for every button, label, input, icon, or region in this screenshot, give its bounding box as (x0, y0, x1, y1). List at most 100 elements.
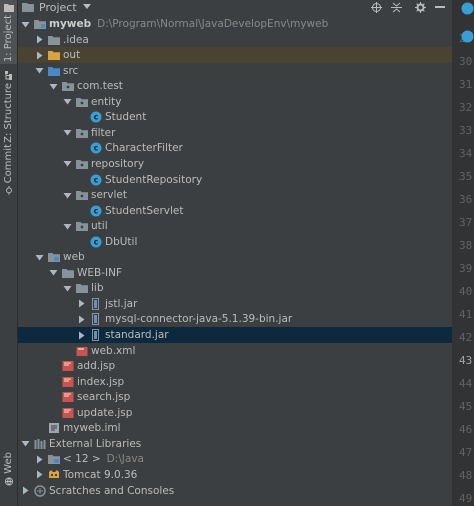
tool-tab-project[interactable]: 1: Project (0, 0, 17, 64)
tool-tab-structure-label: Z: Structure (3, 83, 14, 143)
tree-node-jdk12[interactable]: < 12 >D:\Java (18, 451, 452, 467)
collapsed-arrow-icon[interactable] (21, 486, 30, 495)
jsp-icon (62, 391, 74, 403)
collapsed-arrow-icon[interactable] (35, 455, 44, 464)
tree-node-label: External Libraries (49, 437, 142, 450)
java-class-icon: c (90, 205, 102, 217)
collapse-all-button[interactable] (388, 0, 404, 14)
jsp-icon (62, 376, 74, 388)
tool-tab-project-label: 1: Project (3, 15, 14, 63)
tool-tab-commit[interactable]: Commit (0, 144, 17, 198)
expanded-arrow-icon[interactable] (49, 82, 58, 91)
expanded-arrow-icon[interactable] (63, 191, 72, 200)
expanded-arrow-icon[interactable] (35, 253, 44, 262)
tree-node-label: standard.jar (105, 329, 169, 341)
jsp-icon (62, 360, 74, 372)
project-panel-header: Project (18, 0, 452, 14)
settings-button[interactable] (412, 0, 428, 14)
tree-node-src[interactable]: src (18, 63, 452, 79)
tree-node-path: D:\Java (106, 453, 144, 466)
tree-node-tomcat[interactable]: Tomcat 9.0.36 (18, 467, 452, 483)
tree-node-label: entity (91, 95, 122, 108)
tree-node-index-jsp[interactable]: index.jsp (18, 374, 452, 390)
folder-icon (62, 267, 74, 279)
expanded-arrow-icon[interactable] (21, 20, 30, 29)
scratches-icon (34, 484, 46, 497)
tree-node-filter[interactable]: filter (18, 125, 452, 141)
tree-node-out[interactable]: out (18, 47, 452, 64)
jsp-icon (62, 407, 74, 419)
tree-node-external-libraries[interactable]: External Libraries (18, 436, 452, 452)
line-number: 42 (459, 331, 473, 344)
expanded-arrow-icon[interactable] (49, 268, 58, 277)
tree-node-repository[interactable]: repository (18, 156, 452, 172)
tree-node-myweb-iml[interactable]: myweb.iml (18, 420, 452, 436)
expanded-arrow-icon[interactable] (63, 97, 72, 106)
line-number: 34 (459, 147, 473, 160)
folder-web-icon (48, 251, 60, 263)
tree-node-add-jsp[interactable]: add.jsp (18, 358, 452, 374)
tree-node-mysql-jar[interactable]: mysql-connector-java-5.1.39-bin.jar (18, 311, 452, 327)
tool-tab-web-label: Web (3, 452, 14, 474)
tree-node-label: add.jsp (77, 360, 116, 373)
package-icon (76, 220, 88, 232)
expanded-arrow-icon[interactable] (21, 439, 30, 448)
tree-node-label: web (63, 251, 85, 264)
tree-node-search-jsp[interactable]: search.jsp (18, 389, 452, 405)
view-dropdown-icon[interactable] (82, 4, 91, 10)
libraries-icon (34, 438, 46, 450)
tree-node-servlet[interactable]: servlet (18, 187, 452, 203)
class-icon (461, 30, 474, 43)
hide-panel-button[interactable] (432, 0, 448, 14)
expanded-arrow-icon[interactable] (63, 128, 72, 137)
structure-icon (4, 71, 12, 80)
line-number: 43 (459, 354, 473, 367)
tree-node-label: DbUtil (105, 235, 138, 248)
svg-text:c: c (94, 175, 98, 184)
tree-node-label: filter (91, 126, 116, 139)
tree-node-label: Tomcat 9.0.36 (63, 468, 138, 481)
no-arrow-spacer (77, 206, 86, 215)
collapsed-arrow-icon[interactable] (35, 35, 44, 44)
project-folder-icon (22, 3, 34, 12)
tree-node-label: mysql-connector-java-5.1.39-bin.jar (105, 313, 293, 326)
tree-node-com-test[interactable]: com.test (18, 78, 452, 94)
tree-node-label: repository (91, 157, 145, 170)
folder-icon (3, 4, 14, 12)
collapsed-arrow-icon[interactable] (77, 299, 86, 308)
collapsed-arrow-icon[interactable] (35, 470, 44, 479)
expanded-arrow-icon[interactable] (63, 284, 72, 293)
no-arrow-spacer (77, 237, 86, 246)
tree-node-web-inf[interactable]: WEB-INF (18, 265, 452, 281)
tree-node-label: myweb.iml (63, 422, 121, 435)
collapsed-arrow-icon[interactable] (77, 315, 86, 324)
expanded-arrow-icon[interactable] (63, 222, 72, 231)
locate-button[interactable] (368, 0, 384, 14)
expanded-arrow-icon[interactable] (63, 159, 72, 168)
tool-tab-structure[interactable]: Z: Structure (0, 68, 17, 144)
tree-node-update-jsp[interactable]: update.jsp (18, 405, 452, 421)
tree-node-standard-jar[interactable]: standard.jar (18, 327, 452, 343)
tree-node-entity[interactable]: entity (18, 94, 452, 110)
tree-node-web-xml[interactable]: web.xml (18, 343, 452, 359)
tree-node-label: CharacterFilter (105, 142, 183, 155)
expanded-arrow-icon[interactable] (35, 66, 44, 75)
tool-tab-web[interactable]: Web (0, 452, 17, 506)
tree-node-lib[interactable]: lib (18, 280, 452, 296)
tree-node-web[interactable]: web (18, 249, 452, 265)
collapsed-arrow-icon[interactable] (77, 331, 86, 340)
jdk-icon (48, 453, 60, 465)
gear-icon (414, 1, 426, 13)
tree-node-jstl-jar[interactable]: jstl.jar (18, 296, 452, 312)
collapsed-arrow-icon[interactable] (35, 51, 44, 60)
tree-node-scratches[interactable]: Scratches and Consoles (18, 483, 452, 499)
tree-node-idea[interactable]: .idea (18, 32, 452, 48)
tree-node-util[interactable]: util (18, 218, 452, 234)
